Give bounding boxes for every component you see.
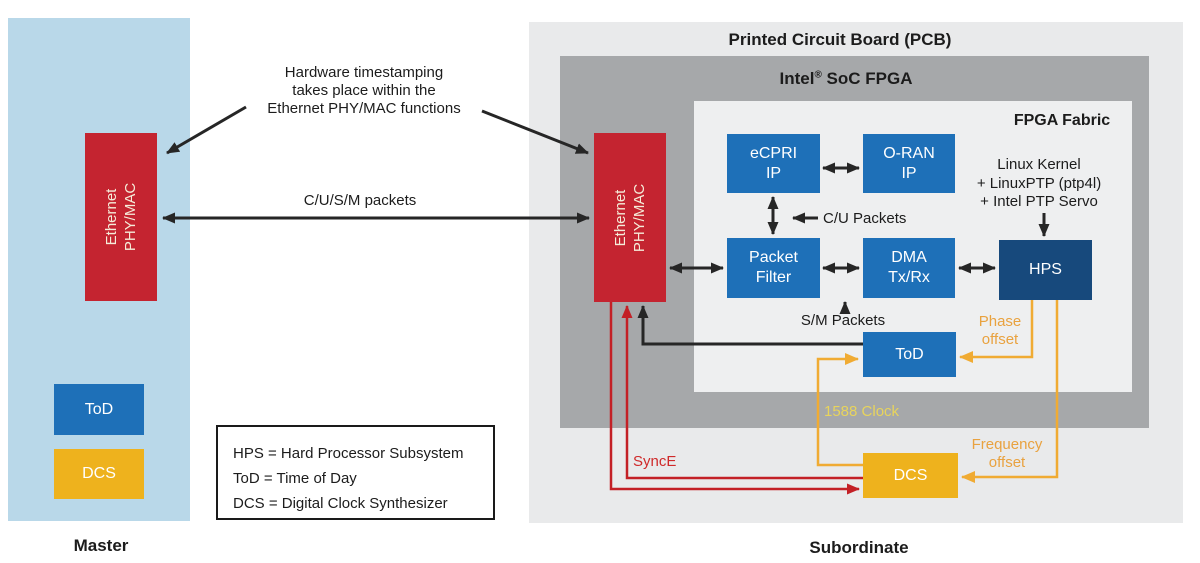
ecpri-label-line1: eCPRI [749,144,798,162]
soc-title-text2: SoC FPGA [821,69,913,88]
legend-dcs-definition: DCS = Digital Clock Synthesizer [233,495,448,512]
dma-label-line1: DMA [891,249,927,266]
dma-txrx-block: DMA Tx/Rx [863,238,955,298]
sub-ethernet-phy-mac-block: Ethernet PHY/MAC [594,133,666,302]
dma-label-line2: Tx/Rx [888,269,930,286]
master-phy-label: Ethernet PHY/MAC [102,183,140,251]
master-phy-label-line2: PHY/MAC [122,182,139,252]
packet-filter-label-line2: Filter [755,269,792,286]
sub-phy-label: Ethernet PHY/MAC [611,183,649,251]
sub-dcs-label: DCS [893,466,928,484]
oran-label-line2: IP [901,164,917,182]
legend-box: HPS = Hard Processor Subsystem ToD = Tim… [216,425,495,520]
oran-label-line1: O-RAN [883,144,935,162]
annotation-line2: takes place within the [292,82,436,99]
master-tod-label: ToD [84,400,114,418]
master-ethernet-phy-mac-block: Ethernet PHY/MAC [85,133,157,301]
hardware-timestamping-annotation: Hardware timestamping takes place within… [244,64,484,118]
annotation-line1: Hardware timestamping [284,64,444,81]
master-phy-label-line1: Ethernet [103,188,120,246]
registered-mark: ® [814,69,822,81]
frequency-offset-line2: offset [988,454,1026,471]
sub-phy-label-line1: Ethernet [612,189,629,246]
legend-hps-definition: HPS = Hard Processor Subsystem [233,445,464,462]
phase-offset-label: Phase offset [960,313,1040,349]
linux-label-line2: + LinuxPTP (ptp4l) [976,174,1102,192]
hps-block: HPS [999,240,1092,300]
packet-filter-label-line1: Packet [749,249,798,266]
frequency-offset-label: Frequency offset [957,436,1057,472]
master-dcs-block: DCS [54,449,144,499]
legend-tod-definition: ToD = Time of Day [233,470,357,487]
linux-label-line1: Linux Kernel [997,156,1081,173]
linux-label-line3: + Intel PTP Servo [980,193,1098,210]
sub-phy-label-line2: PHY/MAC [631,183,648,252]
hps-label: HPS [1029,261,1062,278]
sub-tod-label: ToD [895,345,924,363]
phase-offset-line2: offset [981,331,1019,348]
synce-label: SyncE [633,453,677,470]
ecpri-ip-block: eCPRI IP [727,134,820,193]
frequency-offset-line1: Frequency [971,436,1043,453]
sm-packets-label: S/M Packets [800,312,886,329]
cusm-packets-label: C/U/S/M packets [303,192,417,209]
master-tod-block: ToD [54,384,144,435]
phase-offset-line1: Phase [978,313,1022,330]
ecpri-label-line2: IP [765,164,782,182]
packet-filter-block: Packet Filter [727,238,820,298]
pcb-title: Printed Circuit Board (PCB) [728,30,952,49]
linux-kernel-stack-label: Linux Kernel + LinuxPTP (ptp4l) + Intel … [949,156,1129,212]
master-caption: Master [73,536,129,555]
fpga-fabric-title: FPGA Fabric [1013,112,1111,129]
sub-dcs-block: DCS [863,453,958,498]
sub-tod-block: ToD [863,332,956,377]
subordinate-caption: Subordinate [809,538,909,557]
cu-packets-label: C/U Packets [823,210,907,227]
annotation-line3: Ethernet PHY/MAC functions [267,100,461,117]
soc-title-text: Intel [779,69,815,88]
oran-ip-block: O-RAN IP [863,134,955,193]
soc-fpga-title: Intel® SoC FPGA [696,69,996,89]
clock-1588-label: 1588 Clock [824,403,900,420]
master-dcs-label: DCS [82,465,116,482]
